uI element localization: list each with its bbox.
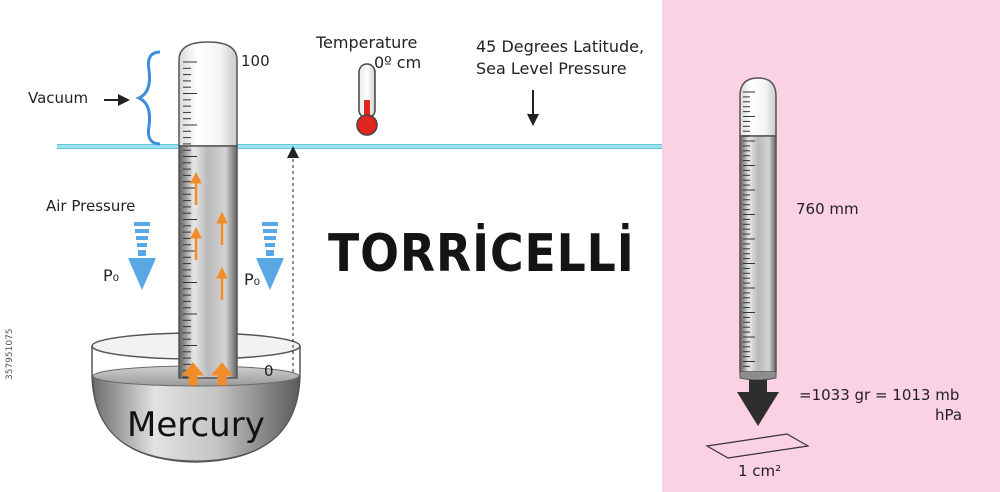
temperature-value: 0º cm [374, 53, 422, 72]
force-arrow-down-icon [737, 380, 779, 426]
sea-level-line [57, 144, 662, 149]
air-pressure-label: Air Pressure [46, 197, 136, 215]
arrow-up-icon [190, 226, 202, 260]
arrow-up-icon [181, 362, 205, 386]
height-760-label: 760 mm [796, 200, 859, 218]
diagram-title: TORRİCELLİ [328, 224, 635, 284]
side-code: 357951075 [5, 328, 15, 380]
barometer-tube-left [178, 41, 238, 379]
arrow-up-icon [190, 171, 202, 205]
thermometer-icon [356, 63, 378, 136]
arrow-right-icon [104, 94, 130, 106]
mercury-push-arrows [181, 171, 234, 386]
barometer-tube-right [739, 77, 777, 381]
p0-right-label: P₀ [244, 270, 261, 289]
arrow-up-icon [216, 266, 228, 300]
scale-bottom-label: 0 [264, 362, 274, 380]
arrow-up-icon [210, 362, 234, 386]
mercury-dish [91, 332, 301, 463]
vacuum-bracket [135, 50, 161, 146]
unit-area-square [705, 433, 810, 459]
arrow-up-icon [216, 211, 228, 245]
arrow-down-icon [527, 90, 539, 126]
mercury-label: Mercury [127, 405, 265, 445]
p0-left-label: P₀ [103, 266, 120, 285]
air-pressure-arrow-right [256, 222, 284, 290]
unit-area-label: 1 cm² [738, 462, 782, 480]
vacuum-label: Vacuum [28, 89, 89, 107]
latitude-label: 45 Degrees Latitude, [476, 37, 645, 56]
pressure-equivalence-label: =1033 gr = 1013 mb [799, 386, 960, 404]
pressure-panel [662, 0, 1000, 492]
pressure-unit-label: hPa [935, 406, 963, 424]
scale-top-label: 100 [241, 52, 270, 70]
temperature-label: Temperature [316, 33, 418, 52]
sea-level-pressure-label: Sea Level Pressure [476, 59, 627, 78]
air-pressure-arrow-left [128, 222, 156, 290]
height-indicator [287, 146, 299, 372]
